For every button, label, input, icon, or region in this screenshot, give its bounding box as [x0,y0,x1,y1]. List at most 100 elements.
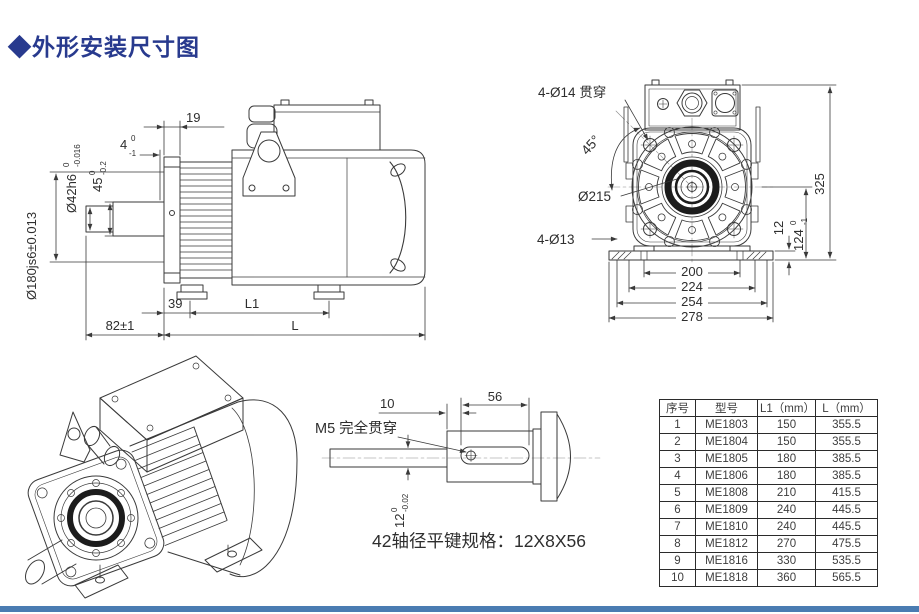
col-header-l1: L1（mm） [757,399,816,417]
table-cell: ME1810 [695,518,758,536]
table-cell: 385.5 [815,450,878,468]
dim-224: 224 [681,279,703,294]
table-cell: 240 [757,501,816,519]
table-cell: 565.5 [815,569,878,587]
table-cell: 475.5 [815,535,878,553]
table-cell: 240 [757,518,816,536]
label-m5: M5 完全贯穿 [315,419,397,437]
dim-39: 39 [168,296,182,311]
side-view-drawing [85,99,426,300]
side-view-labels: 19 4 0 -1 45 0 -0.2 Ø42h6 0 -0.016 Ø180j… [24,110,299,333]
dim-278: 278 [681,309,703,324]
table-cell: 270 [757,535,816,553]
table-cell: 180 [757,467,816,485]
dim-19: 19 [186,110,200,125]
col-header-model: 型号 [695,399,758,417]
table-cell: ME1804 [695,433,758,451]
table-cell: 150 [757,416,816,434]
table-cell: 445.5 [815,501,878,519]
dim-42-low: -0.016 [73,144,82,167]
table-cell: 355.5 [815,433,878,451]
footer-accent-bar [0,606,919,612]
table-cell: ME1806 [695,467,758,485]
table-cell: 7 [659,518,696,536]
table-header-row: 序号 型号 L1（mm） L（mm） [659,399,878,417]
table-cell: 2 [659,433,696,451]
front-view-labels: 4-Ø14 贯穿 45° Ø215 4-Ø13 325 12 124 0 -1 … [537,85,827,324]
table-cell: 4 [659,467,696,485]
dim-d215: Ø215 [578,189,611,204]
dim-4xd14: 4-Ø14 贯穿 [538,85,606,100]
col-header-l: L（mm） [815,399,878,417]
dim-56: 56 [488,389,502,404]
table-cell: 10 [659,569,696,587]
table-cell: 1 [659,416,696,434]
front-view-dimensions [591,84,837,323]
col-header-index: 序号 [659,399,696,417]
dim-124-low: -1 [800,217,809,225]
dim-key12: 12 [392,514,407,528]
shaft-detail-drawing [321,411,601,502]
dim-12: 12 [771,221,786,235]
table-cell: 8 [659,535,696,553]
table-cell: 535.5 [815,552,878,570]
dim-42: Ø42h6 [64,174,79,213]
dim-key12-low: -0.02 [401,493,410,512]
shaft-detail-dimensions [378,397,530,481]
table-cell: 9 [659,552,696,570]
table-cell: 5 [659,484,696,502]
dim-key12-up: 0 [390,507,399,512]
table-cell: 415.5 [815,484,878,502]
dim-L: L [291,318,298,333]
dim-180: Ø180js6±0.013 [24,212,39,300]
dim-45deg: 45° [578,132,603,157]
table-cell: 150 [757,433,816,451]
dim-L1: L1 [245,296,259,311]
table-cell: 385.5 [815,467,878,485]
table-cell: 3 [659,450,696,468]
dim-45: 45 [90,178,105,192]
table-cell: 445.5 [815,518,878,536]
dim-254: 254 [681,294,703,309]
table-cell: ME1805 [695,450,758,468]
dim-124-up: 0 [789,220,798,225]
table-cell: 330 [757,552,816,570]
dim-124: 124 [791,229,806,251]
table-cell: ME1816 [695,552,758,570]
isometric-view [25,355,298,599]
table-cell: ME1818 [695,569,758,587]
page-title: ◆外形安装尺寸图 [8,34,200,60]
dim-325: 325 [812,173,827,195]
dim-45-up: 0 [88,170,97,175]
front-view-drawing [607,79,777,263]
table-cell: 360 [757,569,816,587]
dim-4: 4 [120,137,127,152]
table-cell: ME1812 [695,535,758,553]
table-cell: 210 [757,484,816,502]
dim-4xd13: 4-Ø13 [537,232,575,247]
dim-4-up: 0 [131,134,136,143]
dim-45-low: -0.2 [99,161,108,175]
table-cell: ME1803 [695,416,758,434]
dim-200: 200 [681,264,703,279]
dim-4-low: -1 [129,149,137,158]
table-cell: ME1808 [695,484,758,502]
dim-42-up: 0 [62,162,71,167]
table-cell: 6 [659,501,696,519]
dim-10: 10 [380,396,394,411]
dim-82: 82±1 [106,318,135,333]
side-view-dimensions [49,120,426,341]
table-cell: 180 [757,450,816,468]
table-cell: 355.5 [815,416,878,434]
